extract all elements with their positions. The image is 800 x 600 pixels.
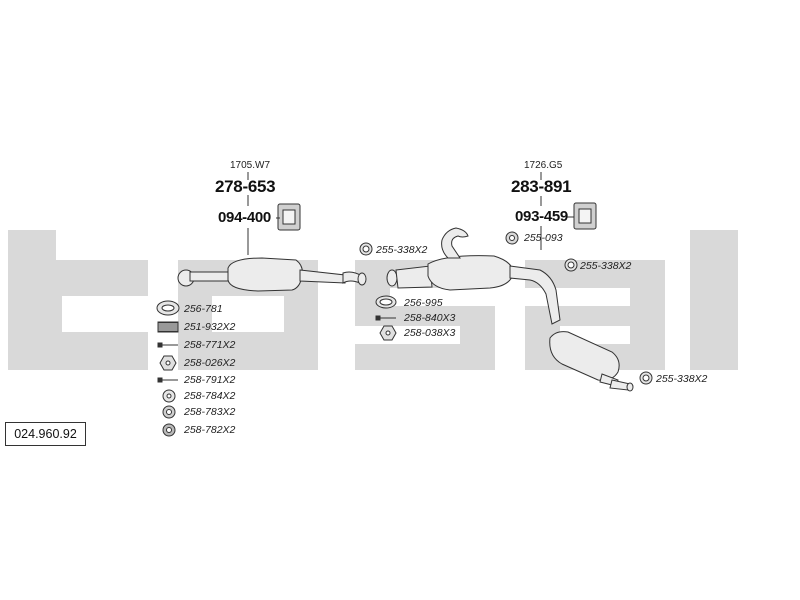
left-fitting-label: 258-782X2 xyxy=(184,424,236,436)
rear-clamp-label: 255-338X2 xyxy=(580,260,632,272)
mid-fitting-label: 258-038X3 xyxy=(404,327,456,339)
left-fitting-label: 258-791X2 xyxy=(184,374,236,386)
rear-ring-label: 255-093 xyxy=(524,232,563,244)
rubber-mount-icon-rear xyxy=(573,202,597,230)
bolt-icon xyxy=(157,342,178,348)
left-fitting-label: 256-781 xyxy=(184,303,223,315)
mid-fitting-label: 258-840X3 xyxy=(404,312,456,324)
rubber-mount-icon-front xyxy=(277,203,301,231)
clamp-icon-front xyxy=(359,242,373,256)
front-group-ref: 1705.W7 xyxy=(230,160,271,171)
left-fitting-label: 258-026X2 xyxy=(184,357,236,369)
gasket-icon-mid xyxy=(375,295,397,309)
rear-mount-part: 093-459 xyxy=(515,208,568,225)
front-clamp-label: 255-338X2 xyxy=(376,244,428,256)
nut-icon-mid xyxy=(379,325,397,341)
front-mount-part: 094-400 xyxy=(218,209,271,226)
left-fitting-label: 258-783X2 xyxy=(184,406,236,418)
rear-main-part: 283-891 xyxy=(511,177,572,196)
bolt-icon-long xyxy=(157,377,178,383)
rear-group-ref: 1726.G5 xyxy=(524,160,563,171)
front-main-part: 278-653 xyxy=(215,177,276,196)
mid-fitting-label: 256-995 xyxy=(404,297,443,309)
rear-pipe-section xyxy=(386,227,634,392)
left-fitting-label: 258-784X2 xyxy=(184,390,236,402)
brand-watermark-text: bosal xyxy=(740,367,743,369)
nut-icon xyxy=(159,355,177,371)
left-fitting-label: 258-771X2 xyxy=(184,339,236,351)
clamp-icon-tail xyxy=(639,371,653,385)
washer-icon xyxy=(162,389,176,403)
tail-clamp-label: 255-338X2 xyxy=(656,373,708,385)
clamp-icon-rear xyxy=(564,258,578,272)
ring-icon xyxy=(505,231,519,245)
spring-icon xyxy=(157,321,179,333)
gasket-icon xyxy=(156,300,180,316)
bolt-icon-mid xyxy=(375,315,396,321)
front-pipe-section xyxy=(177,257,367,292)
nut-icon-2 xyxy=(162,423,176,437)
left-fitting-label: 251-932X2 xyxy=(184,321,236,333)
washer-icon-2 xyxy=(162,405,176,419)
diagram-code: 024.960.92 xyxy=(5,422,86,446)
